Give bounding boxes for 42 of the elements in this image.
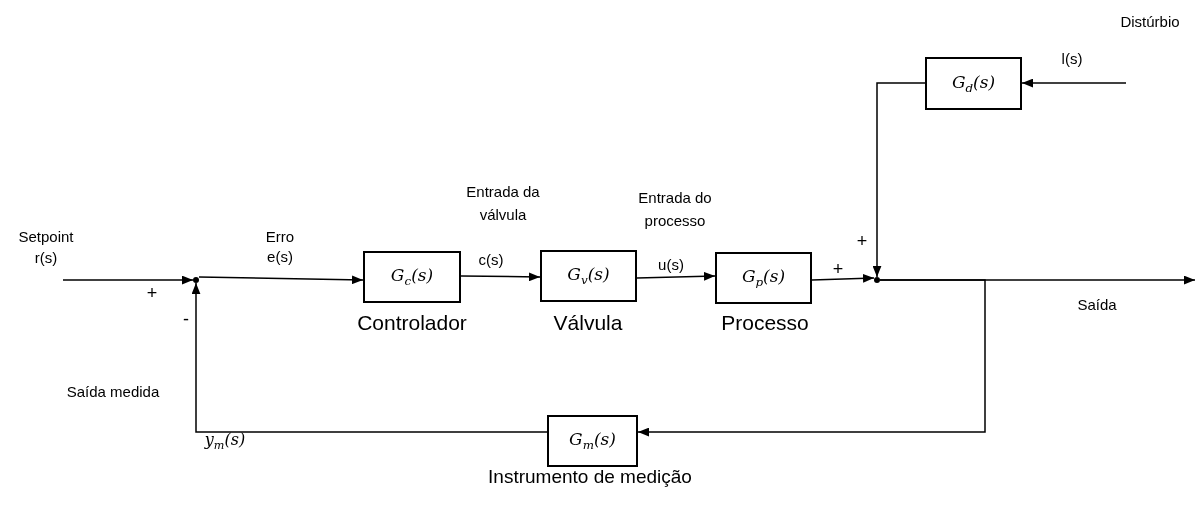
arrow [191,282,548,433]
transfer-function-block [540,250,637,302]
transfer-function: G$_{c}$(s) [390,265,434,289]
arrow [1021,78,1127,88]
transfer-function: G$_{m}$(s) [569,429,616,453]
arrow [636,271,716,281]
junction-point [193,277,199,283]
arrow [811,273,875,283]
transfer-function: G$_{v}$(s) [567,264,610,288]
annotation-text: Erro [265,227,295,247]
signal-label: u(s) [656,256,686,273]
transfer-function-block [715,252,812,304]
signal-label: e(s) [265,248,295,265]
junction-point [874,277,880,283]
sign-label: + [856,230,868,253]
signal-label: l(s) [1059,50,1085,67]
block-caption: Instrumento de medição [488,466,692,488]
arrow [872,82,926,278]
transfer-function-block [363,251,461,303]
sign-label: + [146,282,158,305]
sign-label: + [832,258,844,281]
transfer-function: G$_{d}$(s) [951,71,996,96]
transfer-function: G$_{p}$(s) [741,266,786,290]
sign-label: - [183,308,189,331]
block-caption: Processo [721,311,809,335]
annotation-text: r(s) [34,248,58,268]
annotation-text: Distúrbio [1120,12,1180,32]
signal-label: y$_{m}$(s) [204,429,246,455]
annotation-text: Entrada da válvula [465,182,541,226]
arrow [460,272,541,282]
arrow [62,275,194,285]
transfer-function-block [925,57,1022,110]
block-caption: Controlador [357,311,467,335]
arrow [637,279,986,437]
annotation-text: Saída medida [66,382,160,402]
signal-label: c(s) [476,251,506,268]
block-caption: Válvula [553,311,623,335]
arrow [198,275,364,285]
annotation-text: Saída [1077,295,1117,315]
annotation-text: Entrada do processo [637,188,713,232]
annotation-text: Setpoint [18,227,74,247]
transfer-function-block [547,415,638,467]
